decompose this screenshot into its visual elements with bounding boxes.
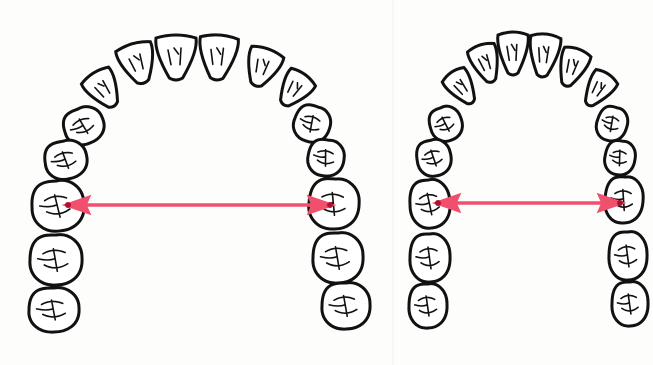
intermolar-width-arrow xyxy=(64,196,334,214)
wide-arch-panel xyxy=(0,0,392,365)
tooth-1 xyxy=(156,35,196,80)
tooth-9 xyxy=(414,137,454,179)
tooth-15 xyxy=(29,288,79,332)
tooth-3 xyxy=(115,39,161,88)
narrow-arch-panel xyxy=(392,0,653,365)
tooth-10 xyxy=(602,138,638,177)
tooth-1 xyxy=(498,32,529,75)
tooth-13 xyxy=(30,235,82,285)
tooth-16 xyxy=(322,283,370,329)
tooth-15 xyxy=(409,284,447,328)
tooth-10 xyxy=(305,137,347,179)
tooth-4 xyxy=(239,43,285,91)
tooth-8 xyxy=(592,103,631,145)
tooth-2 xyxy=(527,33,562,79)
intermolar-width-arrow xyxy=(434,194,624,212)
tooth-16 xyxy=(612,282,648,326)
tooth-14 xyxy=(313,233,363,283)
tooth-14 xyxy=(609,232,647,280)
tooth-2 xyxy=(197,34,239,82)
tooth-13 xyxy=(410,234,450,282)
